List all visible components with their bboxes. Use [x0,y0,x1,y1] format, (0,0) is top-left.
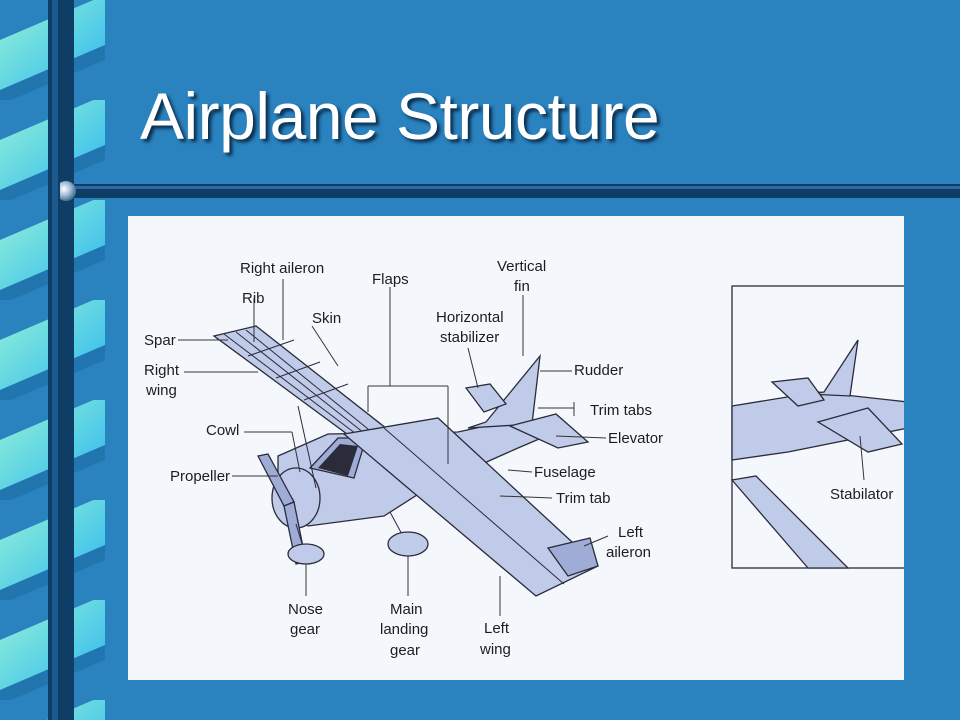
slide-title: Airplane Structure [140,79,660,153]
label-trim-tabs: Trim tabs [590,402,652,419]
label-fuselage: Fuselage [534,464,596,481]
label-propeller: Propeller [170,468,230,485]
label-left-aileron-line1: Left [618,524,644,541]
label-spar: Spar [144,332,176,349]
label-nose-gear-line1: Nose [288,601,323,618]
label-trim-tab: Trim tab [556,490,610,507]
label-right-wing-line1: Right [144,362,180,379]
label-main-gear-line3: gear [390,642,420,659]
label-vertical-fin-line2: fin [514,278,530,295]
airplane-illustration [128,216,904,680]
airplane-diagram: Right aileron Rib Skin Spar Right wing F… [128,216,904,680]
title-divider [60,181,960,201]
label-left-aileron-line2: aileron [606,544,651,561]
label-horizontal-stabilizer-line2: stabilizer [440,329,499,346]
label-flaps: Flaps [372,271,409,288]
label-nose-gear-line2: gear [290,621,320,638]
label-main-gear-line2: landing [380,621,428,638]
label-skin: Skin [312,310,341,327]
label-elevator: Elevator [608,430,663,447]
decorative-ribbon [0,0,105,720]
label-main-gear-line1: Main [390,601,423,618]
label-rib: Rib [242,290,265,307]
label-left-wing-line1: Left [484,620,510,637]
label-right-aileron: Right aileron [240,260,324,277]
label-vertical-fin-line1: Vertical [497,258,546,275]
label-horizontal-stabilizer-line1: Horizontal [436,309,504,326]
label-left-wing-line2: wing [479,641,511,658]
label-rudder: Rudder [574,362,623,379]
label-cowl: Cowl [206,422,239,439]
diagram-labels: Right aileron Rib Skin Spar Right wing F… [144,258,893,659]
label-right-wing-line2: wing [145,382,177,399]
label-stabilator: Stabilator [830,486,893,503]
